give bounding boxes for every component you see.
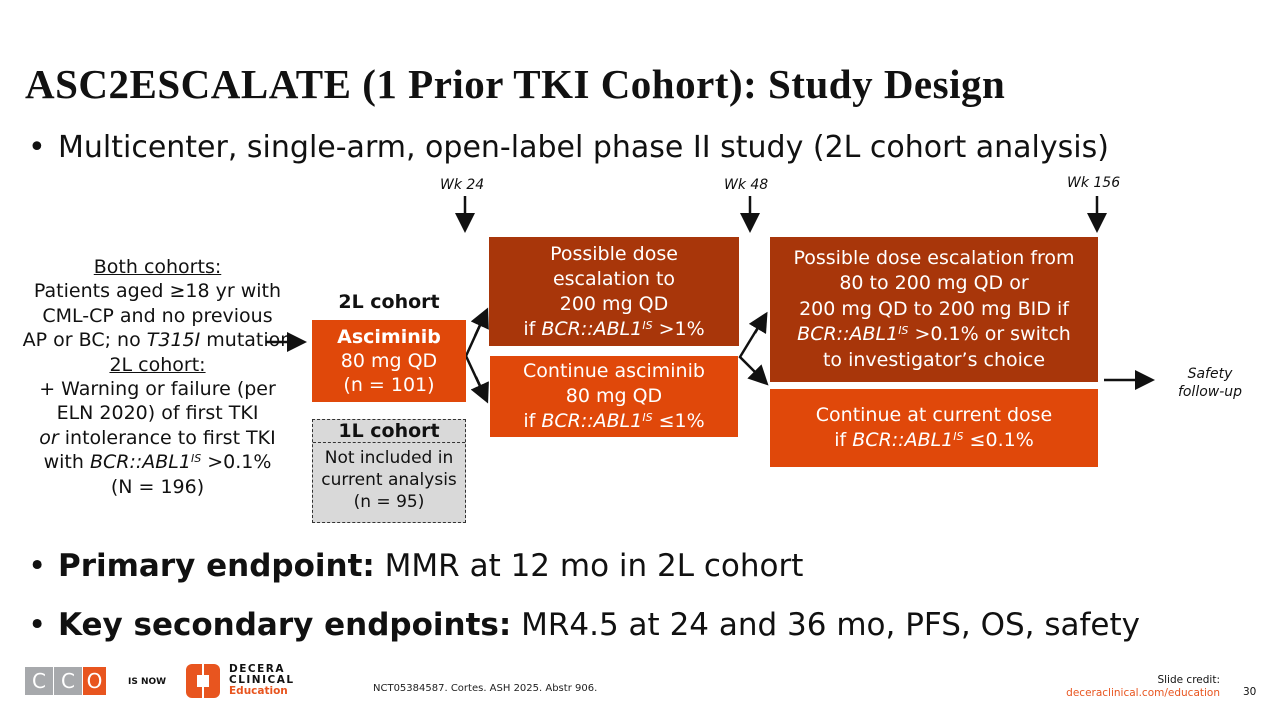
criteria-line: AP or BC; no T315I mutation — [15, 328, 300, 352]
credit-link[interactable]: deceraclinical.com/education — [1066, 687, 1220, 699]
text: >1% — [652, 317, 705, 340]
text: if — [523, 317, 542, 340]
text: AP or BC; no — [22, 329, 147, 352]
gene: BCR::ABL1 — [797, 323, 899, 346]
text: if — [523, 410, 542, 432]
criteria-line: with BCR::ABL1IS >0.1% — [15, 450, 300, 474]
branch-wk24 — [464, 311, 488, 400]
criteria-line: or intolerance to first TKI — [15, 426, 300, 450]
text: 200 mg QD — [559, 292, 669, 315]
wk48-continue-box: Continue at current dose if BCR::ABL1IS … — [770, 389, 1098, 467]
text: Possible dose — [550, 242, 678, 265]
dose: 80 mg QD — [340, 350, 438, 372]
2l-cohort-label: 2L cohort — [338, 291, 440, 313]
bullet-primary-endpoint: •Primary endpoint: MMR at 12 mo in 2L co… — [28, 548, 804, 584]
gene: BCR::ABL1 — [89, 451, 191, 474]
text: current analysis — [321, 470, 457, 490]
decera-wordmark: DECERA CLINICAL Education — [229, 664, 295, 697]
condition: if BCR::ABL1IS ≤0.1% — [770, 428, 1098, 453]
total-n: (N = 196) — [110, 475, 205, 498]
logo-letter: O — [83, 667, 106, 695]
2l-cohort-heading: 2L cohort: — [109, 353, 206, 376]
text: >0.1% or switch — [908, 323, 1071, 346]
text: to investigator’s choice — [822, 348, 1046, 371]
wk24-escalation-box: Possible dose escalation to 200 mg QD if… — [489, 237, 739, 346]
text: with — [43, 451, 90, 474]
text: intolerance to first TKI — [58, 426, 276, 449]
sup: IS — [898, 324, 909, 338]
condition: BCR::ABL1IS >0.1% or switch — [770, 322, 1098, 348]
mutation: T315I — [146, 329, 201, 352]
gene: BCR::ABL1 — [852, 429, 954, 451]
text: Continue asciminib — [523, 360, 705, 382]
gene: BCR::ABL1 — [541, 317, 643, 340]
text: mutation — [200, 329, 293, 352]
safety-follow-up: Safety follow-up — [1160, 365, 1260, 401]
text: Safety — [1187, 366, 1233, 382]
design-text: Multicenter, single-arm, open-label phas… — [58, 130, 1109, 165]
criteria-line: + Warning or failure (per — [39, 378, 276, 401]
both-cohorts-heading: Both cohorts: — [93, 256, 222, 278]
text: ≤1% — [652, 410, 705, 432]
label: Key secondary endpoints: — [58, 607, 512, 643]
text: MMR at 12 mo in 2L cohort — [374, 548, 804, 584]
cco-logo: C C O — [25, 667, 106, 695]
text: Not included in — [324, 448, 454, 468]
branch-wk48 — [738, 315, 767, 383]
text: 80 mg QD — [565, 385, 663, 407]
decera-logo-icon — [186, 664, 220, 698]
criteria-line: Patients aged ≥18 yr with — [33, 280, 282, 303]
wk48-escalation-box: Possible dose escalation from 80 to 200 … — [770, 237, 1098, 382]
timepoint-wk48: Wk 48 — [724, 177, 769, 193]
wk24-continue-box: Continue asciminib 80 mg QD if BCR::ABL1… — [490, 356, 738, 437]
text: Possible dose escalation from — [793, 246, 1075, 269]
slide-title: ASC2ESCALATE (1 Prior TKI Cohort): Study… — [25, 61, 1006, 107]
timepoint-wk156: Wk 156 — [1067, 175, 1121, 191]
eligibility-criteria: Both cohorts: Patients aged ≥18 yr with … — [15, 255, 300, 499]
label: Primary endpoint: — [58, 548, 375, 584]
text: 80 to 200 mg QD or — [839, 272, 1029, 295]
page-number: 30 — [1243, 686, 1257, 698]
1l-cohort-box: 1L cohort Not included in current analys… — [312, 419, 466, 523]
asciminib-box: Asciminib 80 mg QD (n = 101) — [312, 320, 466, 402]
bullet-secondary-endpoints: •Key secondary endpoints: MR4.5 at 24 an… — [28, 607, 1140, 643]
text: DECERA — [229, 663, 285, 675]
criteria-line: CML-CP and no previous — [42, 304, 273, 327]
sup: IS — [642, 318, 653, 332]
sup: IS — [642, 411, 653, 424]
condition: if BCR::ABL1IS >1% — [489, 317, 739, 342]
drug: Asciminib — [337, 326, 441, 348]
text: ≤0.1% — [963, 429, 1034, 451]
text: 200 mg QD to 200 mg BID if — [799, 297, 1069, 320]
timepoint-wk24: Wk 24 — [440, 177, 485, 193]
logo-letter: C — [54, 667, 82, 695]
text: if — [834, 429, 853, 451]
text: or — [39, 426, 59, 449]
n: (n = 95) — [353, 492, 425, 512]
1l-cohort-label: 1L cohort — [313, 420, 465, 443]
condition: if BCR::ABL1IS ≤1% — [490, 409, 738, 434]
text: Slide credit: — [1157, 674, 1220, 686]
text: >0.1% — [201, 451, 272, 474]
sup: IS — [190, 452, 202, 466]
text: escalation to — [552, 267, 676, 290]
text: CLINICAL — [229, 674, 295, 686]
slide-credit: Slide credit: deceraclinical.com/educati… — [1066, 674, 1220, 700]
text: MR4.5 at 24 and 36 mo, PFS, OS, safety — [511, 607, 1140, 643]
logo-letter: C — [25, 667, 53, 695]
criteria-line: ELN 2020) of first TKI — [56, 402, 259, 425]
reference: NCT05384587. Cortes. ASH 2025. Abstr 906… — [373, 683, 598, 694]
text: Continue at current dose — [815, 404, 1053, 426]
text: follow-up — [1177, 384, 1243, 400]
n: (n = 101) — [343, 374, 435, 396]
sup: IS — [953, 430, 964, 443]
gene: BCR::ABL1 — [541, 410, 643, 432]
text: Education — [229, 685, 288, 697]
bullet-design: •Multicenter, single-arm, open-label pha… — [28, 130, 1109, 165]
is-now: IS NOW — [128, 677, 167, 687]
